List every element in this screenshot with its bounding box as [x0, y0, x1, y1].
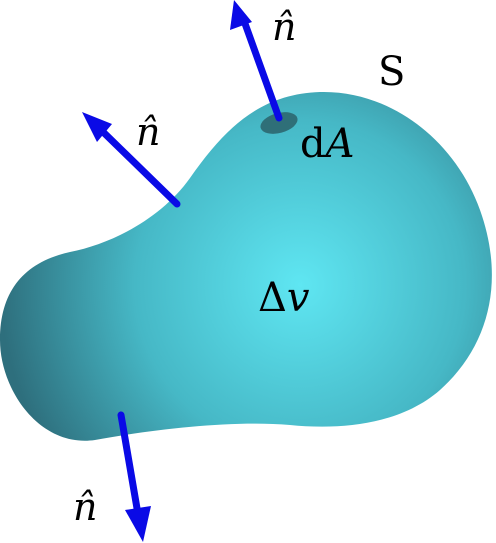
closed-surface [0, 91, 492, 441]
normal-arrow-bottom [117, 411, 151, 542]
area-element-prefix: d [300, 121, 326, 167]
area-element-label: dA [300, 121, 355, 167]
normal-label-left: n̂ [136, 110, 160, 154]
normal-arrow-left [82, 112, 181, 208]
normal-label-bottom: n̂ [73, 485, 97, 529]
surface-label: S [378, 49, 405, 95]
volume-var: v [287, 275, 310, 321]
area-element-var: A [322, 121, 355, 167]
area-element-patch [260, 112, 298, 134]
normal-arrow-top [230, 0, 283, 122]
volume-label: Δv [258, 275, 310, 321]
normal-label-top: n̂ [272, 5, 296, 49]
volume-prefix: Δ [258, 275, 287, 321]
